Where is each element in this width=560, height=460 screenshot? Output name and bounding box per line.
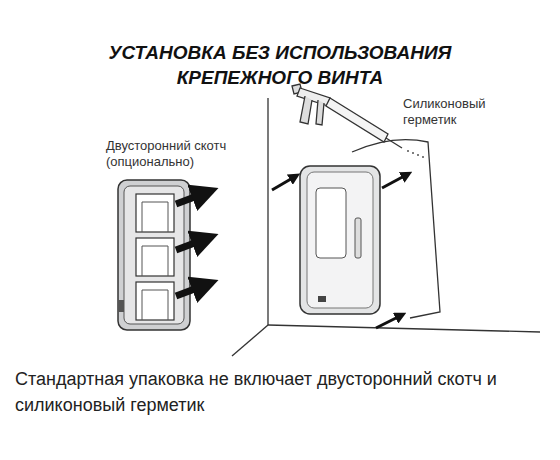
press-arrow xyxy=(272,174,408,328)
callout-label: Двусторонний скотч (опционально) xyxy=(106,138,246,170)
diagram-title: УСТАНОВКА БЕЗ ИСПОЛЬЗОВАНИЯ КРЕПЕЖНОГО В… xyxy=(80,40,480,90)
diagram-caption: Стандартная упаковка не включает двустор… xyxy=(15,366,540,418)
wall-corner xyxy=(232,98,540,356)
callout-label: Силиконовый герметик xyxy=(403,96,503,128)
press-arrow xyxy=(176,192,208,296)
dispenser-front xyxy=(300,166,380,314)
